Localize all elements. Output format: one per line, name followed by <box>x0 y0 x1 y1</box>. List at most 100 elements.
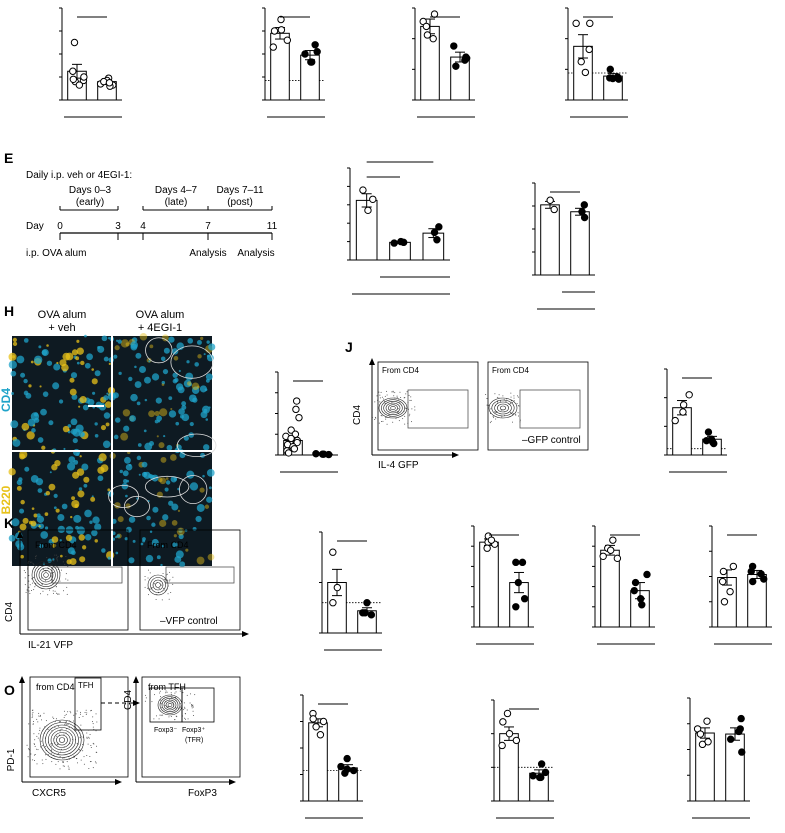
event-dot <box>161 707 163 709</box>
event-dot <box>63 765 65 767</box>
event-dot <box>45 580 47 582</box>
event-dot <box>37 737 39 739</box>
event-dot <box>161 584 163 586</box>
flow-plot-j1 <box>377 361 479 451</box>
stain-dot <box>80 360 85 366</box>
event-dot <box>96 745 98 747</box>
stain-dot <box>27 418 36 427</box>
stain-dot <box>113 434 119 440</box>
event-dot <box>151 701 153 703</box>
event-dot <box>89 755 91 757</box>
event-dot <box>80 724 82 726</box>
event-dot <box>50 564 52 566</box>
event-dot <box>145 697 147 699</box>
panel-j-flow: J From CD4 From CD4 –GFP control CD4 IL-… <box>345 339 589 471</box>
event-dot <box>165 692 167 694</box>
stain-dot <box>30 360 34 364</box>
stain-dot <box>63 447 66 450</box>
gc-outline <box>108 484 139 508</box>
event-dot <box>186 709 188 711</box>
event-dot <box>374 419 376 421</box>
contour-ring <box>36 565 56 585</box>
event-dot <box>380 421 382 423</box>
bar <box>540 204 560 276</box>
event-dot <box>68 768 70 770</box>
stain-dot <box>101 335 108 342</box>
data-point <box>505 729 514 738</box>
event-dot <box>494 393 496 395</box>
event-dot <box>62 761 64 763</box>
stain-dot <box>191 386 200 394</box>
event-dot <box>402 418 404 420</box>
data-point <box>518 558 527 567</box>
event-dot <box>381 396 383 398</box>
event-dot <box>374 401 376 403</box>
event-dot <box>31 716 33 718</box>
data-point <box>638 601 646 609</box>
stain-dot <box>141 461 148 468</box>
event-dot <box>513 397 515 399</box>
event-dot <box>65 578 67 580</box>
stain-dot <box>26 431 35 440</box>
data-point <box>329 548 337 556</box>
event-dot <box>168 571 170 573</box>
event-dot <box>158 587 160 589</box>
event-dot <box>496 396 498 398</box>
data-point <box>363 599 371 607</box>
event-dot <box>61 748 63 750</box>
event-dot <box>64 563 66 565</box>
event-dot <box>26 589 28 591</box>
stain-dot <box>121 482 129 490</box>
gc-outline <box>170 345 214 379</box>
event-dot <box>63 590 65 592</box>
stain-dot <box>100 425 107 431</box>
event-dot <box>153 718 155 720</box>
event-dot <box>399 391 401 393</box>
event-dot <box>39 729 41 731</box>
period-early-label: Days 0–3 <box>69 185 112 196</box>
stain-dot <box>161 380 166 385</box>
data-point <box>702 436 711 445</box>
event-dot <box>392 391 394 393</box>
event-dot <box>33 733 35 735</box>
event-dot <box>381 415 383 417</box>
event-dot <box>78 716 80 718</box>
stain-dot <box>40 408 47 416</box>
stain-dot <box>33 513 38 518</box>
stain-dot <box>206 340 210 344</box>
event-dot <box>82 736 84 738</box>
event-dot <box>393 395 395 397</box>
data-point <box>292 397 301 405</box>
timeline-day-label: Day <box>26 221 44 232</box>
event-dot <box>58 593 60 595</box>
data-point <box>308 58 316 66</box>
event-dot <box>513 395 515 397</box>
stain-dot <box>118 371 122 376</box>
event-dot <box>90 745 92 747</box>
stain-dot <box>115 339 119 342</box>
contour-ring <box>491 399 515 417</box>
event-dot <box>88 768 90 770</box>
data-point <box>498 741 506 750</box>
panel-o-flow: O from CD4 TFH from TFH Foxp3⁻ Foxp3⁺ (T… <box>4 676 241 799</box>
stain-dot <box>69 558 77 566</box>
stain-dot <box>33 355 43 364</box>
stain-dot <box>61 363 69 372</box>
event-dot <box>36 718 38 720</box>
event-dot <box>79 713 81 715</box>
stain-dot <box>76 347 84 355</box>
stain-dot <box>186 470 195 479</box>
event-dot <box>31 561 33 563</box>
event-dot <box>379 394 381 396</box>
stain-dot <box>75 356 80 361</box>
event-dot <box>144 575 146 577</box>
data-point <box>643 570 651 579</box>
event-dot <box>24 584 26 586</box>
stain-dot <box>137 443 142 447</box>
stain-dot <box>48 420 54 426</box>
event-dot <box>53 560 55 562</box>
gc-outline <box>176 433 217 458</box>
stain-dot <box>37 437 44 443</box>
event-dot <box>407 402 409 404</box>
stain-dot <box>77 490 85 498</box>
